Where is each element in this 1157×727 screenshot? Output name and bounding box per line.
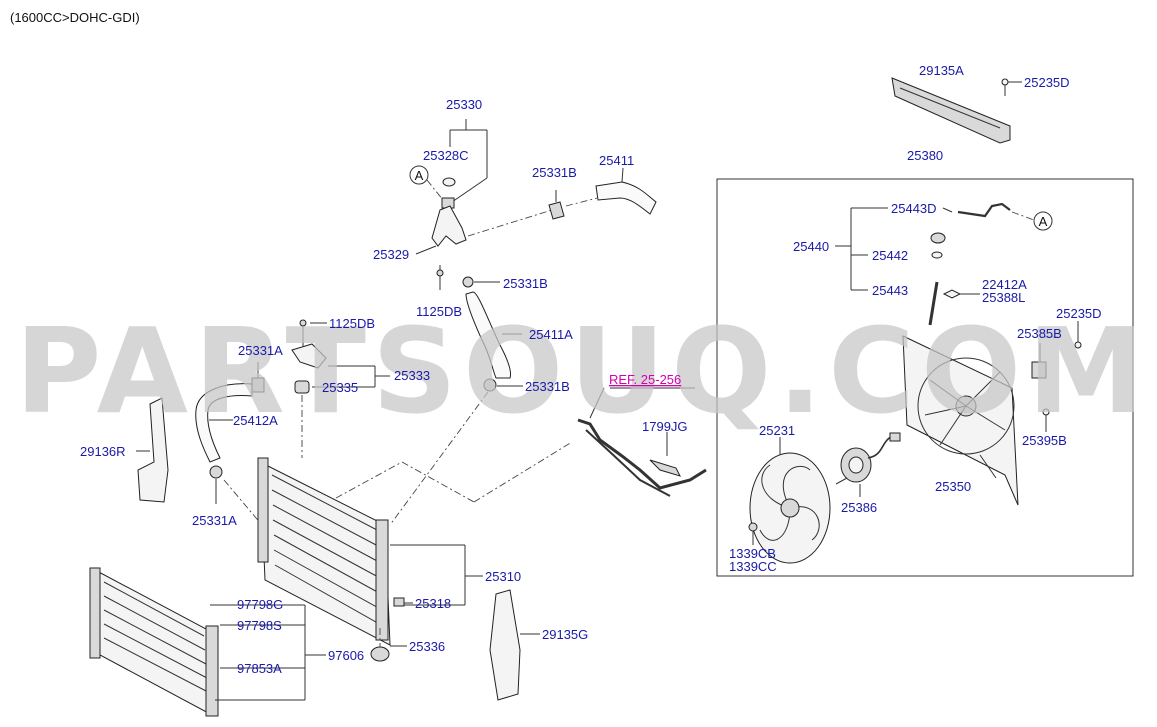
- callout-25231[interactable]: 25231: [759, 423, 795, 438]
- callout-29136R[interactable]: 29136R: [80, 444, 126, 459]
- callout-25235D-right[interactable]: 25235D: [1056, 306, 1102, 321]
- callout-25331A-lower[interactable]: 25331A: [192, 513, 237, 528]
- callout-97798S[interactable]: 97798S: [237, 618, 282, 633]
- callout-25385B[interactable]: 25385B: [1017, 326, 1062, 341]
- upper-cover-part: [891, 77, 1011, 144]
- callout-25335[interactable]: 25335: [322, 380, 358, 395]
- heater-hose-part: [577, 418, 707, 490]
- fan-shroud-part: [902, 335, 1019, 506]
- callout-25395B[interactable]: 25395B: [1022, 433, 1067, 448]
- callout-25443D[interactable]: 25443D: [891, 201, 937, 216]
- engine-spec-title: (1600CC>DOHC-GDI): [10, 10, 140, 25]
- callout-25333[interactable]: 25333: [394, 368, 430, 383]
- upper-hose-part: [595, 181, 657, 215]
- callout-1125DB-bracket[interactable]: 1125DB: [329, 316, 375, 331]
- watermark-text: PARTSOUQ.COM: [15, 302, 1151, 440]
- callout-25412A[interactable]: 25412A: [233, 413, 278, 428]
- svg-text:A: A: [415, 168, 424, 183]
- ref-link-25-256[interactable]: REF. 25-256: [609, 372, 681, 387]
- callout-25386[interactable]: 25386: [841, 500, 877, 515]
- callout-25440[interactable]: 25440: [793, 239, 829, 254]
- callout-1339CB[interactable]: 1339CB: [729, 546, 776, 561]
- callout-25235D-top[interactable]: 25235D: [1024, 75, 1070, 90]
- marker-a-right: [1033, 211, 1053, 231]
- callout-25330[interactable]: 25330: [446, 97, 482, 112]
- callout-25331B-mid[interactable]: 25331B: [503, 276, 548, 291]
- callout-25411A[interactable]: 25411A: [529, 327, 573, 342]
- callout-25442[interactable]: 25442: [872, 248, 908, 263]
- callout-97853A[interactable]: 97853A: [237, 661, 282, 676]
- filler-neck-part: [431, 205, 467, 247]
- callout-1799JG[interactable]: 1799JG: [642, 419, 688, 434]
- callout-25318[interactable]: 25318: [415, 596, 451, 611]
- callout-1125DB-neck[interactable]: 1125DB: [416, 304, 462, 319]
- callout-22412A[interactable]: 22412A: [982, 277, 1027, 292]
- callout-25443[interactable]: 25443: [872, 283, 908, 298]
- callout-1339CC[interactable]: 1339CC: [729, 559, 777, 574]
- callout-25328C[interactable]: 25328C: [423, 148, 469, 163]
- side-seal-right-part: [489, 589, 521, 701]
- svg-text:A: A: [1039, 214, 1048, 229]
- callout-25331B-lower[interactable]: 25331B: [525, 379, 570, 394]
- callout-25336[interactable]: 25336: [409, 639, 445, 654]
- callout-25331A-upper[interactable]: 25331A: [238, 343, 283, 358]
- callout-25350[interactable]: 25350: [935, 479, 971, 494]
- callout-25411[interactable]: 25411: [599, 153, 634, 168]
- lower-hose-part: [465, 291, 511, 379]
- callout-97606[interactable]: 97606: [328, 648, 364, 663]
- callout-97798G[interactable]: 97798G: [237, 597, 283, 612]
- callout-labels: 29135A 25235D 25380 25443D 25440 25442 2…: [80, 63, 1102, 676]
- callout-25310[interactable]: 25310: [485, 569, 521, 584]
- callout-25331B-upper[interactable]: 25331B: [532, 165, 577, 180]
- side-seal-left-part: [137, 397, 169, 503]
- radiator-hose-part: [195, 383, 253, 463]
- callout-25388L[interactable]: 25388L: [982, 290, 1025, 305]
- callout-29135A[interactable]: 29135A: [919, 63, 964, 78]
- callout-25380[interactable]: 25380: [907, 148, 943, 163]
- callout-25329[interactable]: 25329: [373, 247, 409, 262]
- callout-29135G[interactable]: 29135G: [542, 627, 588, 642]
- marker-a-left: [409, 165, 429, 185]
- fan-assembly-box: [716, 178, 1134, 577]
